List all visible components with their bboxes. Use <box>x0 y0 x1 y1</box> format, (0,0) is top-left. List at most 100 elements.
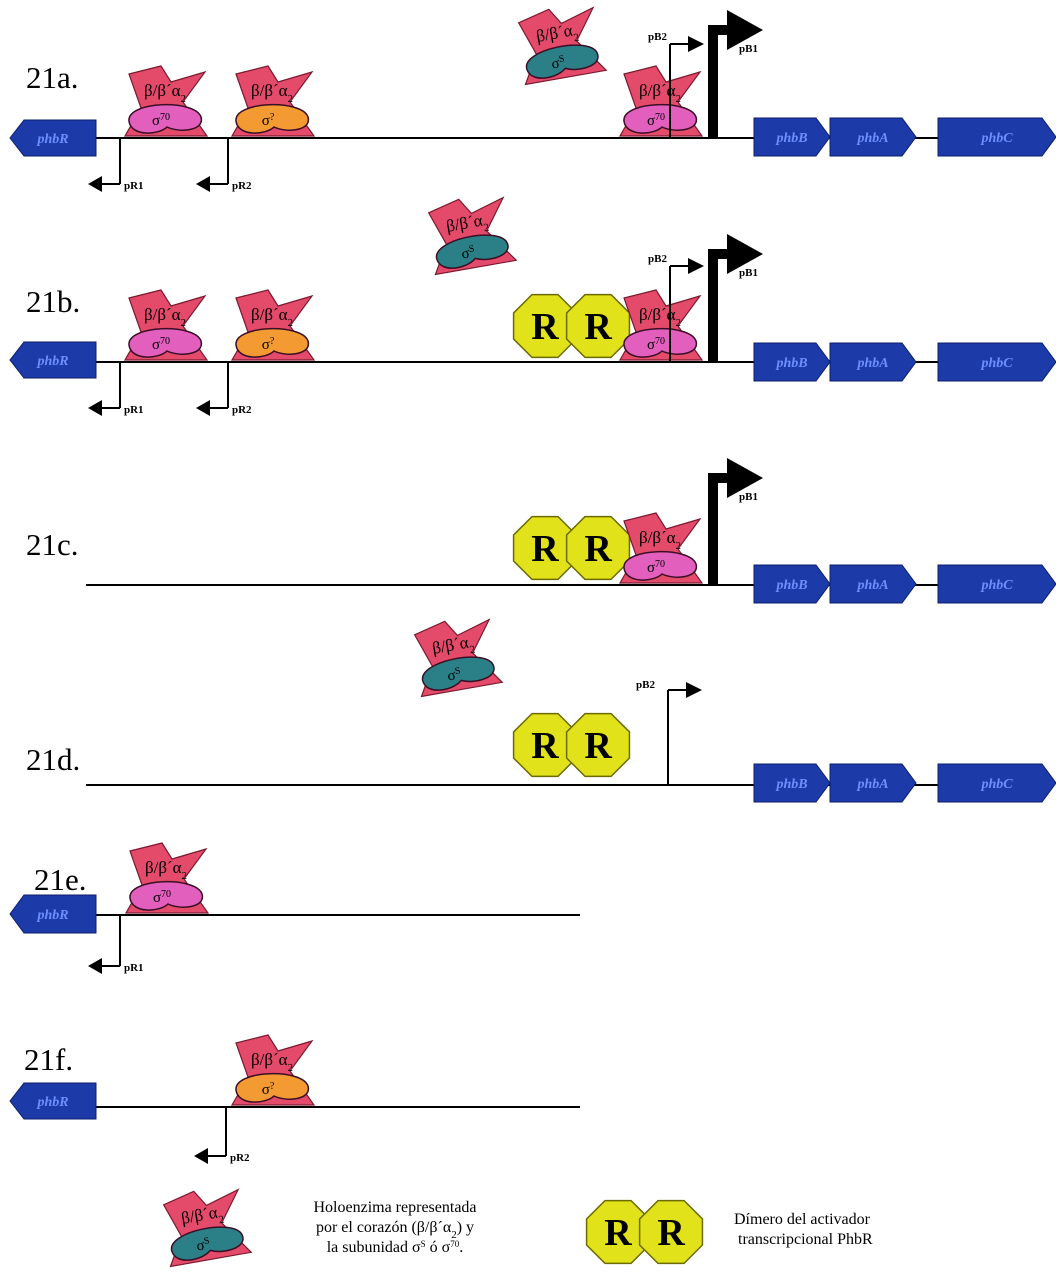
gene-arrow-icon <box>9 1082 97 1120</box>
promoter-label: pB2 <box>636 679 655 691</box>
gene-arrow-icon <box>9 894 97 934</box>
holoenzyme-sigma-unknown-pR2: β/β´α2σ? <box>230 1034 316 1106</box>
gene-label: phbR <box>36 132 68 147</box>
sigma-s-subunit-icon <box>422 656 495 691</box>
promoter-pR1: pR1 <box>88 362 144 416</box>
promoter-label: pB1 <box>739 267 758 279</box>
gene-phbC: phbC <box>937 564 1056 604</box>
promoter-stem <box>708 478 718 585</box>
promoter-pB2: pB2 <box>648 253 704 362</box>
activator-monomer-icon <box>512 515 578 581</box>
gene-label: phbR <box>36 354 68 369</box>
gene-phbR: phbR <box>9 119 97 157</box>
legend-line: la subunidad σS ó σ70. <box>327 1239 464 1256</box>
promoter-pR2: pR2 <box>194 1107 250 1164</box>
gene-arrow-icon <box>829 763 917 803</box>
gene-phbC: phbC <box>937 763 1056 803</box>
arrow-head-icon <box>727 458 763 498</box>
gene-label: phbB <box>775 777 807 792</box>
activator-monomer-icon <box>565 515 631 581</box>
gene-phbB: phbB <box>753 763 831 803</box>
panel-label-21a: 21a. <box>26 60 79 95</box>
promoter-label: pR1 <box>124 962 144 974</box>
promoter-pB2: pB2 <box>648 31 704 138</box>
gene-phbB: phbB <box>753 117 831 157</box>
gene-arrow-icon <box>753 763 831 803</box>
activator-label: R <box>584 528 612 570</box>
gene-arrow-icon <box>829 342 917 382</box>
activator-monomer-icon <box>638 1199 704 1265</box>
promoter-label: pB1 <box>739 43 758 55</box>
gene-phbB: phbB <box>753 564 831 604</box>
panel-label-21e: 21e. <box>34 862 87 897</box>
promoter-pR2: pR2 <box>196 138 252 192</box>
arrow-head-icon <box>196 400 210 416</box>
sigma-unknown-subunit-icon <box>235 1072 309 1103</box>
promoter-label: pR1 <box>124 404 144 416</box>
promoter-pR1: pR1 <box>88 915 144 974</box>
gene-phbR: phbR <box>9 341 97 379</box>
promoter-pB1: pB1 <box>708 458 763 585</box>
activator-label: R <box>531 306 559 348</box>
promoter-arm <box>708 473 730 483</box>
arrow-head-icon <box>688 36 704 52</box>
gene-arrow-icon <box>9 119 97 157</box>
gene-arrow-icon <box>753 117 831 157</box>
promoter-arm <box>708 249 730 259</box>
arrow-head-icon <box>196 176 210 192</box>
panel-label-21d: 21d. <box>26 742 80 777</box>
holoenzyme-sigma-unknown-pR2: β/β´α2σ? <box>230 289 316 361</box>
gene-label: phbB <box>775 356 807 371</box>
promoter-stem <box>708 254 718 362</box>
activator-monomer-icon <box>585 1199 651 1265</box>
gene-phbA: phbA <box>829 564 917 604</box>
gene-phbR: phbR <box>9 894 97 934</box>
gene-label: phbC <box>980 131 1013 146</box>
arrow-head-icon <box>727 234 763 274</box>
legend-line: por el corazón (β/β´α2) y <box>316 1219 474 1241</box>
activator-monomer-icon <box>512 712 578 778</box>
legend-line: Holoenzima representada <box>313 1199 476 1216</box>
sigma70-subunit-icon <box>128 103 202 134</box>
promoter-label: pR2 <box>230 1152 250 1164</box>
gene-arrow-icon <box>753 342 831 382</box>
panel-label-21c: 21c. <box>26 527 79 562</box>
sigma-s-subunit-icon <box>171 1226 244 1261</box>
gene-arrow-icon <box>829 564 917 604</box>
gene-label: phbC <box>980 777 1013 792</box>
legend-line: transcripcional PhbR <box>738 1231 873 1248</box>
gene-label: phbA <box>856 356 888 371</box>
arrow-head-icon <box>727 10 763 50</box>
promoter-label: pR2 <box>232 180 252 192</box>
arrow-head-icon <box>88 176 102 192</box>
gene-arrow-icon <box>937 117 1056 157</box>
legend-holoenzyme-text: Holoenzima representada por el corazón (β… <box>313 1199 476 1256</box>
gene-arrow-icon <box>937 342 1056 382</box>
activator-monomer-icon <box>565 293 631 359</box>
sigma70-subunit-icon <box>623 550 697 581</box>
gene-arrow-icon <box>829 117 917 157</box>
arrow-head-icon <box>688 258 704 274</box>
sigma-unknown-subunit-icon <box>235 103 309 134</box>
gene-phbA: phbA <box>829 117 917 157</box>
gene-arrow-icon <box>937 763 1056 803</box>
panel-label-21b: 21b. <box>26 284 80 319</box>
gene-label: phbA <box>856 131 888 146</box>
promoter-label: pB1 <box>739 491 758 503</box>
promoter-pR1: pR1 <box>88 138 144 192</box>
promoter-pR2: pR2 <box>196 362 252 416</box>
sigma-s-subunit-icon <box>526 44 599 79</box>
gene-phbC: phbC <box>937 117 1056 157</box>
gene-label: phbB <box>775 131 807 146</box>
promoter-pB1: pB1 <box>708 234 763 362</box>
gene-arrow-icon <box>753 564 831 604</box>
activator-label: R <box>584 725 612 767</box>
